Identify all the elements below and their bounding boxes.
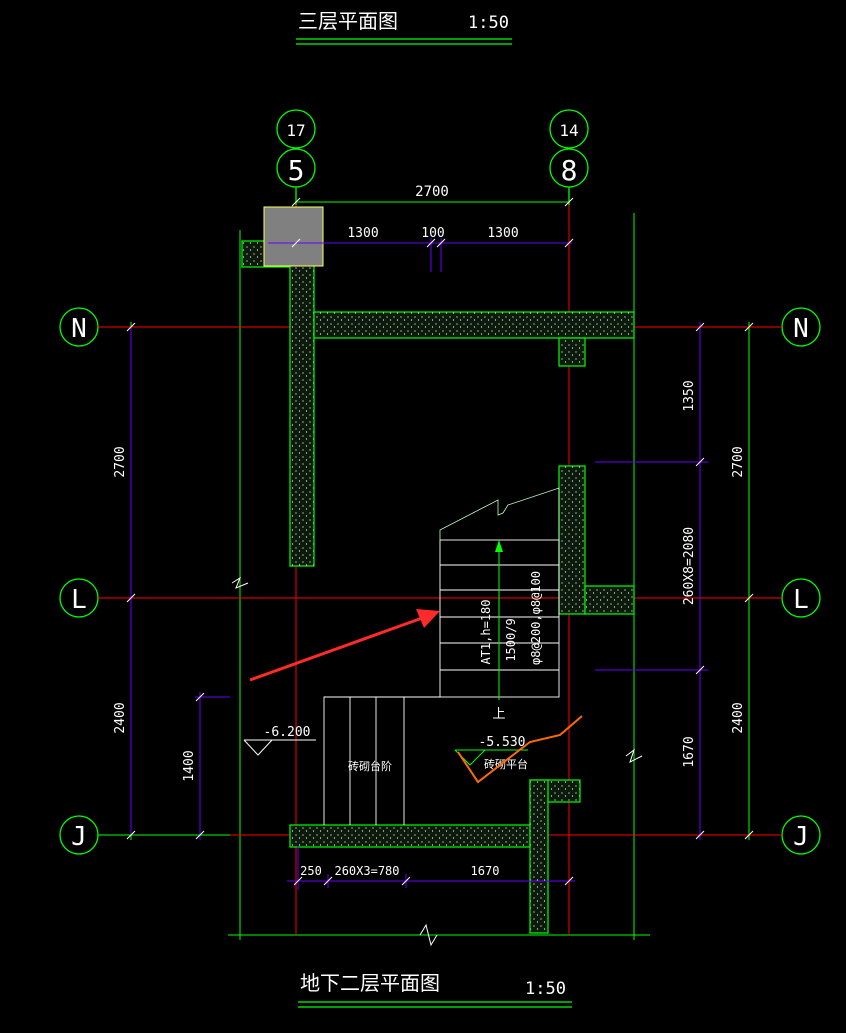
- dim-right-seg-3: 1670: [682, 736, 697, 767]
- wall-l-stub: [584, 585, 635, 615]
- bottom-plan-scale: 1:50: [525, 979, 566, 999]
- wall-right-vertical: [558, 465, 586, 615]
- dim-right-seg-2: 260X8=2080: [682, 527, 697, 605]
- dim-left-lower: 2400: [113, 702, 128, 733]
- axis-label-14: 14: [559, 121, 578, 140]
- dim-top-seg-1: 1300: [347, 226, 378, 241]
- stair-up-mark: 上: [492, 707, 505, 722]
- axis-bubble-14-8: [549, 109, 589, 205]
- elevation-right: -5.530: [479, 735, 526, 750]
- top-plan-scale: 1:50: [468, 13, 509, 33]
- stair-label-rise: 1500/9: [504, 618, 518, 661]
- brick-platform-label: 砖砌平台: [484, 757, 528, 771]
- elevation-left: -6.200: [264, 725, 311, 740]
- annotation-arrow-shaft: [249, 615, 426, 682]
- axis-label-j-right: J: [793, 822, 809, 852]
- dim-bottom-seg-2: 260X3=780: [334, 864, 399, 878]
- annotation-arrow-head: [416, 609, 440, 628]
- bottom-plan-title: 地下二层平面图: [300, 971, 440, 995]
- axis-label-n-left: N: [71, 314, 87, 344]
- axis-label-l-left: L: [71, 585, 87, 615]
- stair-label-at1: AT1,h=180: [479, 599, 493, 664]
- axis-label-n-right: N: [793, 314, 809, 344]
- annotation-orange-line: [457, 715, 583, 784]
- stair-break-line: [439, 487, 560, 540]
- dim-bottom-seg-1: 250: [300, 864, 322, 878]
- stair-label-rebar: φ8@200,φ8@100: [529, 571, 543, 665]
- axis-label-l-right: L: [793, 585, 809, 615]
- dimension-lines: [130, 238, 708, 890]
- dimension-ticks: [126, 197, 754, 886]
- brick-steps-label: 砖砌台阶: [348, 759, 392, 773]
- wall-n-horizontal: [313, 311, 635, 339]
- brick-steps: [323, 696, 405, 825]
- wall-j-horizontal: [289, 824, 531, 848]
- wall-left-vertical: [289, 240, 315, 567]
- dim-bottom-seg-3: 1670: [471, 864, 500, 878]
- wall-n-drop: [558, 337, 586, 367]
- axis-label-5: 5: [288, 154, 305, 187]
- structural-column: [263, 206, 324, 267]
- wall-j-vertical: [529, 779, 549, 934]
- dim-right-lower: 2400: [731, 702, 746, 733]
- elevation-marker-left: [243, 739, 316, 756]
- top-plan-title: 三层平面图: [298, 9, 398, 33]
- break-symbols: [231, 576, 643, 947]
- walls: [241, 240, 635, 934]
- dim-left-inner: 1400: [182, 750, 197, 781]
- axis-label-j-left: J: [71, 822, 87, 852]
- dim-top-seg-2: 100: [421, 226, 444, 241]
- axis-label-8: 8: [561, 154, 578, 187]
- dim-right-upper: 2700: [731, 446, 746, 477]
- dim-top-total: 2700: [415, 184, 449, 200]
- dim-left-upper: 2700: [113, 446, 128, 477]
- dim-top-seg-3: 1300: [487, 226, 518, 241]
- stair-up-arrowhead: [495, 540, 503, 552]
- dim-right-seg-1: 1350: [682, 380, 697, 411]
- axis-label-17: 17: [286, 121, 305, 140]
